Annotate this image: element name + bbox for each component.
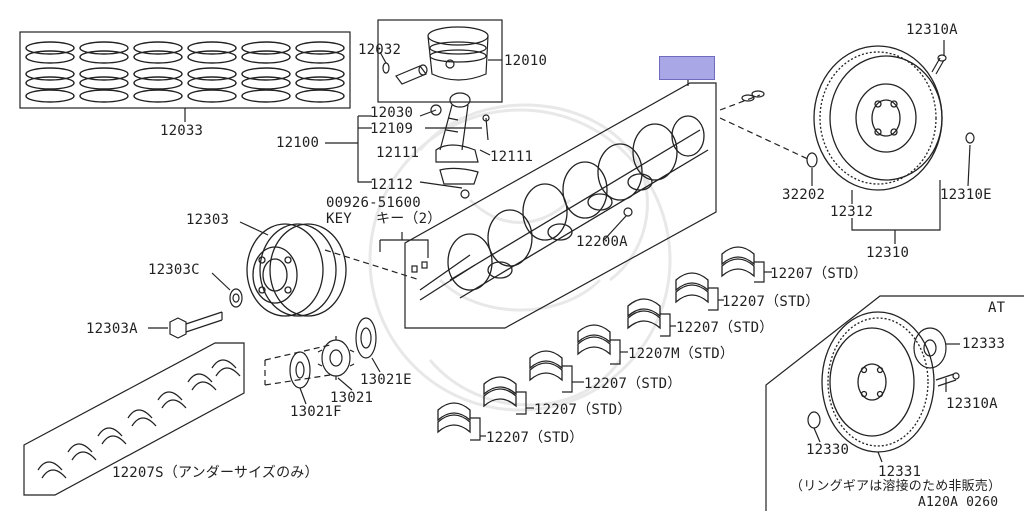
part-label-12111-left[interactable]: 12111 <box>376 145 420 161</box>
piston-ring-icon <box>187 41 237 103</box>
piston-box <box>377 19 503 103</box>
part-label-12310A-mt[interactable]: 12310A <box>906 22 958 38</box>
oil-seal-icon <box>355 317 377 359</box>
part-label-13021E[interactable]: 13021E <box>360 372 412 388</box>
piston-ring-icon <box>79 41 129 103</box>
part-label-12112[interactable]: 12112 <box>370 177 414 193</box>
flywheel-mt-icon <box>813 45 943 191</box>
bearing-icon <box>437 402 471 434</box>
bearing-icon <box>577 324 611 356</box>
rod-nut-icon <box>430 104 470 199</box>
at-region-border <box>765 295 1024 511</box>
key-jp-label: キー（2） <box>376 211 442 227</box>
part-label-12330[interactable]: 12330 <box>806 442 850 458</box>
part-label-12207-std-1[interactable]: 12207（STD） <box>770 266 868 282</box>
snap-ring-icon <box>382 62 390 74</box>
bearing-brackets <box>470 261 772 441</box>
ring-gear-note: （リングギアは溶接のため非販売） <box>790 479 1002 494</box>
at-bushing-icon <box>807 411 821 429</box>
bearing-icon <box>483 376 517 408</box>
part-label-12312[interactable]: 12312 <box>830 204 874 220</box>
part-label-12331[interactable]: 12331 <box>878 464 922 480</box>
part-label-12303[interactable]: 12303 <box>186 212 230 228</box>
crankshaft-bracket <box>404 82 717 329</box>
part-label-12111-right[interactable]: 12111 <box>490 149 534 165</box>
dowel-pin-icon <box>965 132 975 144</box>
key-leader <box>379 232 429 258</box>
piston-pin-icon <box>395 64 428 85</box>
part-label-12310E[interactable]: 12310E <box>940 187 992 203</box>
undersize-bearing-set <box>37 359 241 479</box>
diagram-reference-code: A120A 0260 <box>918 495 999 510</box>
piston-ring-set <box>25 41 345 103</box>
part-label-12333[interactable]: 12333 <box>962 336 1006 352</box>
crank-key-icon <box>411 261 428 273</box>
part-label-12109[interactable]: 12109 <box>370 121 414 137</box>
piston-icon <box>427 26 489 81</box>
watermark-emblem <box>368 103 672 412</box>
drive-plate-adapter-icon <box>913 327 947 369</box>
part-label-12207S-undersize[interactable]: 12207S（アンダーサイズのみ） <box>112 465 319 481</box>
bearing-icon <box>721 246 755 278</box>
part-label-12207-std-3[interactable]: 12207（STD） <box>676 320 774 336</box>
part-label-12303A[interactable]: 12303A <box>86 321 138 337</box>
part-label-12207-std-5[interactable]: 12207（STD） <box>534 402 632 418</box>
part-label-12207M-std[interactable]: 12207M（STD） <box>628 346 735 362</box>
piston-ring-icon <box>295 41 345 103</box>
pilot-bushing-icon <box>806 152 818 168</box>
alignment-dashes <box>264 94 811 386</box>
bearing-icon <box>627 298 661 330</box>
pulley-bolt-icon <box>169 311 223 339</box>
part-label-32202[interactable]: 32202 <box>782 187 826 203</box>
part-label-12310[interactable]: 12310 <box>866 245 910 261</box>
part-label-13021F[interactable]: 13021F <box>290 404 342 420</box>
at-bolt-icon <box>935 372 960 387</box>
part-label-12207-std-2[interactable]: 12207（STD） <box>722 294 820 310</box>
highlighted-part-marker[interactable] <box>659 56 715 80</box>
bearing-icon <box>529 350 563 382</box>
part-label-12033[interactable]: 12033 <box>160 123 204 139</box>
part-label-12310A-at[interactable]: 12310A <box>946 396 998 412</box>
undersize-bearing-box <box>23 342 245 496</box>
washer-icon <box>229 288 243 308</box>
bearing-icon <box>675 272 709 304</box>
spacer-icon <box>289 351 311 389</box>
piston-ring-icon <box>25 41 75 103</box>
flywheel-at-icon <box>821 311 935 453</box>
piston-ring-icon <box>241 41 291 103</box>
crank-pulley-icon <box>246 223 347 317</box>
main-bearing-set <box>437 246 755 434</box>
part-label-12100[interactable]: 12100 <box>276 135 320 151</box>
part-label-12032[interactable]: 12032 <box>358 42 402 58</box>
flywheel-bolt-icon <box>931 54 947 75</box>
part-label-13021[interactable]: 13021 <box>330 390 374 406</box>
part-label-12303C[interactable]: 12303C <box>148 262 200 278</box>
part-label-12207-std-4[interactable]: 12207（STD） <box>584 376 682 392</box>
key-label: KEY <box>326 211 352 227</box>
dowel-icon <box>741 90 765 102</box>
crank-sprocket-icon <box>317 336 355 380</box>
part-label-12030[interactable]: 12030 <box>370 105 414 121</box>
part-label-12200A[interactable]: 12200A <box>576 234 628 250</box>
con-rod-bracket <box>357 116 372 183</box>
part-label-12010[interactable]: 12010 <box>504 53 548 69</box>
at-section-label: AT <box>988 300 1006 316</box>
con-rod-icon <box>435 92 479 185</box>
piston-ring-icon <box>133 41 183 103</box>
rod-bolt-icon <box>482 114 490 141</box>
part-label-00926-51600[interactable]: 00926-51600 <box>326 195 421 211</box>
part-label-12207-std-6[interactable]: 12207（STD） <box>486 430 584 446</box>
plug-icon <box>623 207 633 217</box>
crankshaft-icon <box>419 115 709 301</box>
